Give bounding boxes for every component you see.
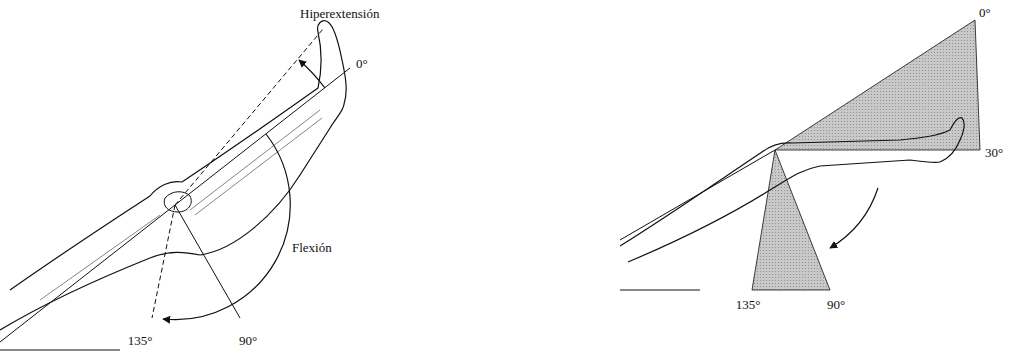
angle-label: 0° <box>356 56 368 71</box>
angle-label-box: 0° <box>356 54 368 72</box>
angle-label: 90° <box>239 333 257 348</box>
angle-label-box: Flexión <box>292 238 332 256</box>
angle-label: 135° <box>128 333 153 348</box>
angle-label: Flexión <box>292 240 332 255</box>
angle-label-box: 90° <box>239 331 257 349</box>
leg-left <box>0 21 346 350</box>
range-wedges <box>752 20 980 290</box>
angle-label: 90° <box>827 297 845 312</box>
angle-label: 135° <box>736 297 761 312</box>
angle-label-box: 30° <box>985 143 1003 161</box>
angle-label: 30° <box>985 145 1003 160</box>
angle-label-box: 135° <box>128 331 153 349</box>
angle-lines-left <box>0 29 350 342</box>
angle-label-box: 135° <box>736 295 761 313</box>
angle-label: 0° <box>979 5 991 20</box>
angle-label-box: 0° <box>979 3 991 21</box>
leg-right <box>620 118 964 290</box>
angle-label: Hiperextensión <box>300 6 379 21</box>
angle-label-box: Hiperextensión <box>300 4 379 22</box>
angle-label-box: 90° <box>827 295 845 313</box>
